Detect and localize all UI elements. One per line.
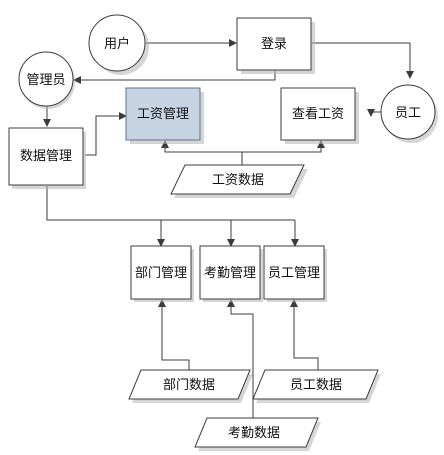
node-user: 用户 bbox=[88, 14, 146, 72]
node-data-mgmt: 数据管理 bbox=[8, 127, 84, 186]
node-data-mgmt-label: 数据管理 bbox=[20, 149, 72, 164]
node-salary-mgmt: 工资管理 bbox=[125, 87, 201, 141]
node-attend-data: 考勤数据 bbox=[194, 417, 319, 448]
node-salary-data: 工资数据 bbox=[170, 164, 305, 195]
edge-salarydata-view bbox=[242, 140, 325, 153]
node-attend-mgmt-label: 考勤管理 bbox=[204, 266, 256, 281]
edge-attenddata-attendmgmt bbox=[227, 299, 254, 418]
node-dept-mgmt-label: 部门管理 bbox=[135, 266, 187, 281]
edge-salarydata-salarymgmt bbox=[161, 140, 243, 165]
edge-login-employee bbox=[312, 42, 414, 79]
node-attend-mgmt: 考勤管理 bbox=[199, 245, 261, 300]
node-dept-data: 部门数据 bbox=[128, 369, 251, 400]
node-dept-mgmt: 部门管理 bbox=[130, 245, 192, 300]
edge-employee-view bbox=[367, 109, 382, 117]
node-login-label: 登录 bbox=[261, 37, 287, 52]
node-employee: 员工 bbox=[380, 84, 436, 140]
node-emp-data: 员工数据 bbox=[252, 369, 379, 400]
node-salary-data-label: 工资数据 bbox=[212, 173, 264, 188]
node-emp-mgmt: 员工管理 bbox=[263, 245, 325, 300]
node-salary-mgmt-label: 工资管理 bbox=[137, 107, 189, 122]
node-employee-label: 员工 bbox=[395, 106, 421, 121]
node-view-salary-label: 查看工资 bbox=[292, 106, 344, 122]
node-login: 登录 bbox=[236, 17, 312, 71]
node-admin-label: 管理员 bbox=[26, 73, 65, 88]
node-emp-mgmt-label: 员工管理 bbox=[268, 266, 320, 281]
edge-empdata-empmgmt bbox=[290, 299, 319, 370]
edge-deptdata-deptmgmt bbox=[158, 299, 190, 370]
node-emp-data-label: 员工数据 bbox=[290, 378, 342, 393]
node-dept-data-label: 部门数据 bbox=[163, 378, 215, 393]
node-view-salary: 查看工资 bbox=[280, 87, 356, 141]
node-user-label: 用户 bbox=[104, 36, 130, 52]
node-admin: 管理员 bbox=[18, 51, 74, 107]
edge-datamgmt-salarymgmt bbox=[85, 112, 127, 156]
edge-datamgmt-modules bbox=[46, 186, 295, 221]
node-attend-data-label: 考勤数据 bbox=[228, 426, 280, 441]
